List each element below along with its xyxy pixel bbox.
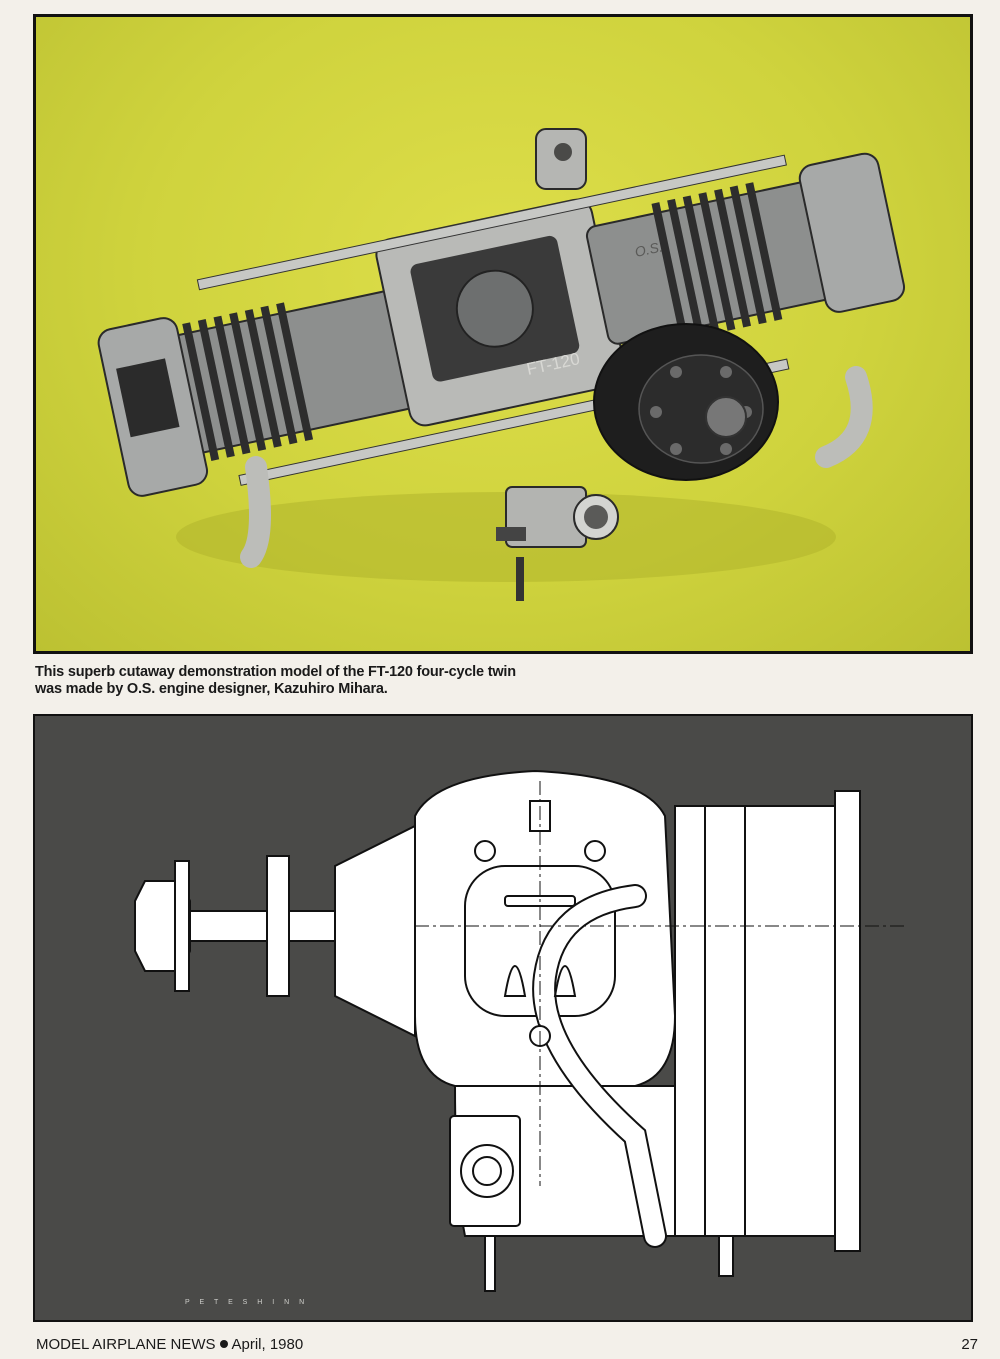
page-number: 27 xyxy=(961,1336,978,1353)
publication-name: MODEL AIRPLANE NEWS xyxy=(36,1336,216,1353)
engine-cutaway-photo: FT-120 O.S. xyxy=(33,14,973,654)
caption-line-1: This superb cutaway demonstration model … xyxy=(35,664,516,680)
engine-drawing-illustration: P E T E S H I N N xyxy=(134,769,905,1306)
bullet-dot-icon xyxy=(219,1340,228,1348)
page-footer-publication: MODEL AIRPLANE NEWS April, 1980 xyxy=(36,1336,303,1353)
issue-date: April, 1980 xyxy=(231,1336,304,1353)
brand-marking-label: O.S. xyxy=(633,238,664,259)
photo-caption: This superb cutaway demonstration model … xyxy=(35,664,675,698)
engine-line-drawing: P E T E S H I N N xyxy=(33,714,973,1322)
artist-signature: P E T E S H I N N xyxy=(185,1299,308,1306)
caption-line-2: was made by O.S. engine designer, Kazuhi… xyxy=(35,681,388,697)
engine-cutaway-illustration: FT-120 O.S. xyxy=(97,128,906,601)
